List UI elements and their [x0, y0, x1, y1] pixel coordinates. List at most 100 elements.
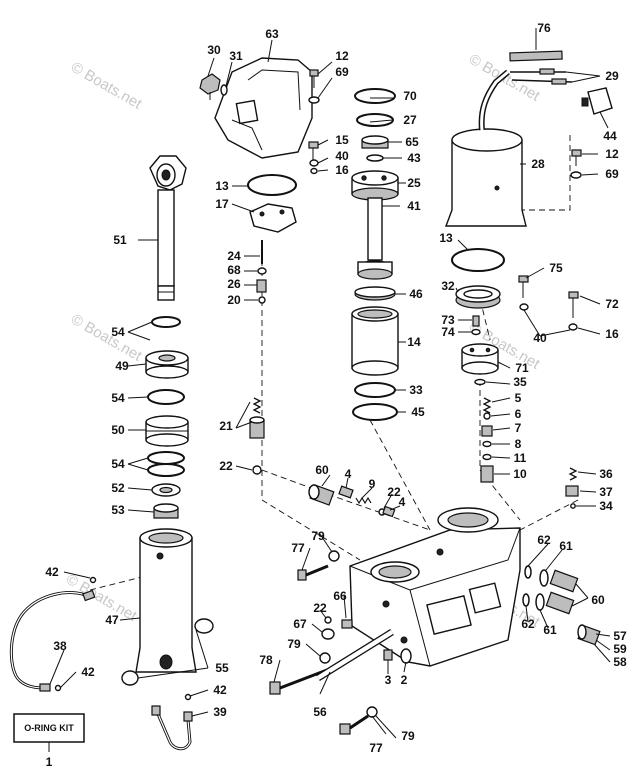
- callout-label: 28: [531, 157, 545, 171]
- callout-label: 6: [515, 407, 522, 421]
- callout-label: 22: [387, 485, 401, 499]
- callout-label: 5: [515, 391, 522, 405]
- part-67-oring: [321, 628, 335, 640]
- callout-label: 41: [407, 199, 421, 213]
- callout-label: 55: [215, 661, 229, 675]
- part-45-oring: [352, 403, 398, 421]
- part-63-cover: [214, 57, 313, 159]
- callout-label: 20: [227, 293, 241, 307]
- callout-label: 75: [549, 261, 563, 275]
- callout-label: 24: [227, 249, 241, 263]
- callout-label: 72: [605, 297, 619, 311]
- part-53-nut: [153, 503, 179, 519]
- callout-label: 31: [229, 49, 243, 63]
- part-31-washer: [220, 84, 228, 96]
- part-32-ring: [455, 285, 501, 309]
- part-47-cylinder: [135, 528, 197, 673]
- callout-label: 36: [599, 467, 613, 481]
- part-35-ring: [474, 378, 486, 386]
- callout-label: 73: [441, 313, 455, 327]
- callout-label: 68: [227, 263, 241, 277]
- callout-label: 22: [313, 601, 327, 615]
- callout-label: 8: [515, 437, 522, 451]
- callout-label: 66: [333, 589, 347, 603]
- part-8-seat: [482, 440, 492, 448]
- callout-label: 39: [213, 705, 227, 719]
- callout-label: 49: [115, 359, 129, 373]
- callout-label: 16: [605, 327, 619, 341]
- callout-label: 43: [407, 151, 421, 165]
- part-50-piston: [145, 415, 189, 447]
- part-38-hydraulic-line: [9, 589, 96, 692]
- oring-kit-label: O-RING KIT: [24, 723, 74, 733]
- callout-label: 54: [111, 325, 125, 339]
- callout-label: 79: [287, 637, 301, 651]
- part-66-valve: [341, 619, 353, 629]
- part-56-pin: [316, 629, 394, 681]
- part-62-oring: [524, 565, 532, 579]
- part-33-oring: [354, 382, 396, 398]
- callout-label: 35: [513, 375, 527, 389]
- callout-labels: 1 2 3 4 4 5 6 7 8 9 10 11 12 12 13 13 14…: [45, 21, 627, 769]
- part-73-pin: [472, 315, 480, 327]
- callout-label: 11: [514, 451, 527, 465]
- callout-label: 46: [409, 287, 423, 301]
- callout-label: 70: [403, 89, 417, 103]
- part-3-bushing: [383, 649, 393, 661]
- callout-label: 54: [111, 391, 125, 405]
- part-36-spring: [568, 467, 578, 481]
- callout-label: 56: [313, 705, 327, 719]
- part-41-rod: [357, 197, 393, 280]
- callout-label: 71: [515, 361, 529, 375]
- part-6-ball: [483, 412, 491, 420]
- callout-label: 57: [613, 629, 627, 643]
- callout-label: 47: [105, 613, 119, 627]
- callout-label: 65: [405, 135, 419, 149]
- callout-label: 40: [533, 331, 547, 345]
- callout-label: 37: [599, 485, 613, 499]
- callout-label: 27: [403, 113, 417, 127]
- part-4-valve: [338, 485, 354, 499]
- part-51-tilt-rod: [149, 155, 187, 301]
- callout-label: 74: [441, 325, 455, 339]
- callout-label: 2: [401, 673, 408, 687]
- callout-label: 69: [605, 167, 619, 181]
- part-43-oring: [366, 154, 384, 162]
- part-61-oring-2: [535, 593, 545, 611]
- part-9-spring: [355, 496, 372, 505]
- callout-label: 13: [215, 179, 229, 193]
- part-76-sleeve: [509, 50, 563, 62]
- part-16-washer: [310, 167, 318, 175]
- part-55-bushing: [121, 618, 214, 686]
- part-10-valve: [480, 465, 494, 483]
- part-79-washer: [328, 550, 340, 562]
- part-69-washer: [308, 96, 320, 104]
- part-25-piston: [351, 170, 399, 201]
- callout-label: 59: [613, 642, 627, 656]
- part-68-spring: [257, 267, 267, 275]
- callout-label: 33: [409, 383, 423, 397]
- callout-label: 21: [219, 419, 233, 433]
- callout-label: 45: [411, 405, 425, 419]
- part-46-ring: [354, 286, 396, 301]
- part-13-oring: [247, 174, 297, 196]
- callout-label: 10: [513, 467, 527, 481]
- part-72-screw: [568, 291, 579, 318]
- callout-label: 9: [369, 477, 376, 491]
- callout-label: 14: [407, 335, 421, 349]
- callout-label: 58: [613, 655, 627, 669]
- part-65-nut: [361, 135, 389, 149]
- callout-label: 38: [53, 639, 67, 653]
- callout-label: 22: [219, 459, 233, 473]
- callout-label: 42: [213, 683, 227, 697]
- part-40-washer-right: [519, 303, 529, 311]
- part-16-washer-right: [568, 323, 578, 331]
- part-61-oring: [539, 569, 549, 587]
- callout-label: 77: [369, 741, 383, 755]
- part-74-washer: [471, 328, 481, 336]
- callout-label: 69: [335, 65, 349, 79]
- callout-label: 76: [537, 21, 551, 35]
- callout-label: 32: [441, 279, 455, 293]
- part-13-oring-right: [451, 248, 505, 272]
